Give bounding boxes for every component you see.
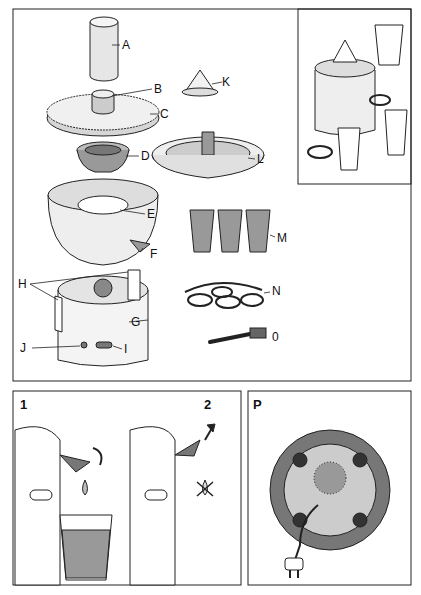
inset-ring <box>308 146 332 158</box>
inset-ring <box>370 95 390 105</box>
turn-arrow <box>93 448 101 465</box>
leader-line <box>270 235 275 237</box>
inset-cup <box>375 25 403 65</box>
lock-button <box>81 342 87 348</box>
leader-line <box>212 82 222 84</box>
cup <box>246 210 270 252</box>
assembled-cone <box>333 40 357 62</box>
leader-lines <box>30 45 275 349</box>
leader-line <box>30 272 128 300</box>
cross <box>197 482 213 496</box>
part-letter: N <box>272 285 281 297</box>
spout <box>130 240 150 252</box>
part-letter: K <box>222 76 230 88</box>
leader-line <box>150 114 158 115</box>
juicer-parts <box>15 17 407 585</box>
leader-line <box>126 156 139 157</box>
handle-left <box>55 296 62 332</box>
leader-line <box>140 248 143 252</box>
base-underside <box>270 430 390 550</box>
plug <box>285 558 303 570</box>
juicer-side <box>130 427 175 585</box>
part-letter: G <box>131 316 140 328</box>
leader-line <box>248 158 255 159</box>
foot <box>353 513 367 527</box>
handle-right <box>128 270 140 300</box>
cup <box>218 210 242 252</box>
panel-frames <box>13 9 411 585</box>
vent <box>314 462 346 494</box>
inset-cup <box>385 110 407 155</box>
inset-cup <box>338 128 360 170</box>
part-letter: J <box>20 342 26 354</box>
cup <box>190 210 214 252</box>
ring <box>188 294 212 306</box>
switch <box>96 342 112 348</box>
grater-disc <box>47 94 159 130</box>
part-letter: L <box>257 153 264 165</box>
foot <box>293 453 307 467</box>
ring <box>241 294 263 306</box>
spout-up <box>175 440 200 456</box>
foot <box>353 453 367 467</box>
part-letter: A <box>122 39 130 51</box>
main-panel <box>13 9 411 381</box>
juice <box>62 530 110 578</box>
bowl-opening <box>78 196 128 214</box>
brush-head <box>250 328 266 338</box>
part-letter: 0 <box>272 331 279 343</box>
assembled-juicer <box>315 70 375 135</box>
part-letter: C <box>160 108 169 120</box>
leader-line <box>112 45 120 46</box>
small-cone-base <box>182 88 218 96</box>
pusher <box>90 22 118 81</box>
ring <box>212 287 232 297</box>
rings <box>185 283 263 308</box>
citrus-spindle <box>202 132 214 155</box>
citrus-bowl-side <box>152 155 264 178</box>
brush-handle <box>210 334 250 342</box>
glass <box>60 515 112 580</box>
leader-line <box>264 292 270 293</box>
leader-line <box>120 210 145 214</box>
inset-panel <box>298 9 411 184</box>
base-inner <box>284 444 376 536</box>
part-letter: M <box>277 232 287 244</box>
juicer-side <box>15 427 60 585</box>
part-letter: B <box>154 83 162 95</box>
arrow-head <box>207 424 215 432</box>
spout-down <box>60 455 90 472</box>
part-letter: H <box>18 278 27 290</box>
part-letter: F <box>150 248 157 260</box>
leader-line <box>32 346 80 348</box>
switch <box>30 490 52 500</box>
leader-line <box>113 346 122 349</box>
base-panel <box>248 391 411 585</box>
part-letter: E <box>147 208 155 220</box>
drop <box>83 480 88 495</box>
panel-number: 2 <box>204 398 211 411</box>
cord <box>295 505 318 560</box>
part-letter: D <box>141 150 150 162</box>
plug-pins <box>290 570 298 578</box>
panel-number: 1 <box>20 398 27 411</box>
part-letter: I <box>124 343 127 355</box>
drive-shaft <box>94 279 112 297</box>
panel-number: P <box>253 398 262 411</box>
disc-hub-top <box>92 90 114 98</box>
step-panel <box>13 391 241 585</box>
strainer-inner <box>85 145 121 155</box>
switch <box>145 490 167 500</box>
pusher-top <box>90 17 118 27</box>
leader-line <box>112 89 152 96</box>
